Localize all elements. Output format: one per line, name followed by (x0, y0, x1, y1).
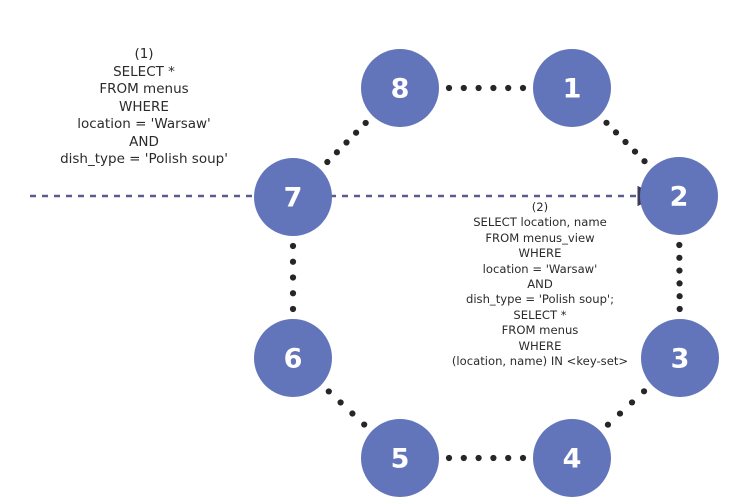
node-circle-3[interactable]: 3 (641, 319, 719, 397)
connector-dot (676, 305, 683, 313)
query-two-line-4: location = 'Warsaw' (482, 261, 598, 276)
query-two-line-8: FROM menus (501, 323, 579, 338)
connector-dot (604, 421, 612, 428)
connector-dot (325, 388, 332, 395)
node-circle-2[interactable]: 2 (640, 157, 718, 235)
query-two-line-5: AND (527, 277, 553, 292)
connector-dot (628, 399, 636, 406)
connector-dot (475, 454, 482, 462)
connector-dot (349, 410, 356, 417)
connector-dot (333, 149, 341, 156)
connector-dot (361, 421, 368, 428)
connector-dot (352, 129, 360, 136)
connector-dot (603, 119, 610, 126)
node-label-7: 7 (284, 183, 303, 214)
query-one-line-0: (1) (134, 46, 154, 62)
node-circle-7[interactable]: 7 (254, 158, 332, 236)
connector-dot (505, 84, 512, 92)
node-label-6: 6 (284, 344, 303, 375)
node-shape-1 (533, 49, 611, 127)
connector-dot (519, 454, 527, 462)
node-label-1: 1 (563, 74, 582, 105)
query-two-line-3: WHERE (518, 246, 562, 261)
node-shape-5 (361, 419, 439, 497)
connector-dot (362, 119, 369, 127)
node-label-3: 3 (671, 344, 690, 375)
connector-dot (324, 158, 331, 166)
connector-dot (289, 242, 297, 250)
query-one-line-6: dish_type = 'Polish soup' (60, 151, 228, 168)
query-two-line-1: SELECT location, name (473, 215, 607, 230)
connector-dot (460, 454, 467, 462)
query-two-line-2: FROM menus_view (485, 230, 595, 245)
connector-dot (445, 454, 453, 462)
node-shape-6 (254, 319, 332, 397)
connector-dot (337, 399, 344, 406)
node-circle-8[interactable]: 8 (361, 49, 439, 127)
query-two-line-0: (2) (531, 200, 549, 214)
connector-dot (289, 274, 297, 281)
connector-dot (640, 388, 648, 395)
connector-dot (445, 84, 453, 92)
connector-dot (289, 258, 297, 265)
connector-dot (343, 139, 350, 146)
connector-dot (676, 241, 683, 249)
node-shape-2 (640, 157, 718, 235)
connector-dot (676, 254, 683, 261)
node-circle-5[interactable]: 5 (361, 419, 439, 497)
node-label-4: 4 (563, 444, 582, 475)
query-one-line-2: FROM menus (99, 81, 189, 98)
connector-dot (631, 148, 639, 155)
node-circle-6[interactable]: 6 (254, 319, 332, 397)
node-circle-4[interactable]: 4 (533, 419, 611, 497)
node-label-2: 2 (670, 182, 689, 213)
connector-dot (676, 267, 683, 274)
query-one-line-1: SELECT * (113, 63, 175, 80)
query-two-line-9: WHERE (518, 338, 562, 353)
query-one-line-5: AND (129, 133, 159, 150)
node-label-8: 8 (391, 74, 410, 105)
connector-dots-layer (289, 84, 683, 462)
node-label-5: 5 (391, 444, 410, 475)
connector-dot (289, 305, 297, 313)
connector-dot (289, 290, 297, 297)
query-one-line-3: WHERE (119, 98, 169, 115)
connector-dot (676, 293, 683, 300)
node-circle-1[interactable]: 1 (533, 49, 611, 127)
connector-dot (490, 454, 497, 462)
connector-dot (612, 129, 620, 136)
node-shape-8 (361, 49, 439, 127)
connector-dot (622, 138, 629, 146)
node-shape-3 (641, 319, 719, 397)
connector-dot (490, 84, 497, 92)
connector-dot (676, 280, 683, 287)
query-two-line-6: dish_type = 'Polish soup'; (465, 292, 615, 307)
query-two-line-7: SELECT * (513, 307, 567, 322)
node-shape-7 (254, 158, 332, 236)
connector-dot (641, 158, 648, 165)
node-circles-layer: 1 2 3 4 5 6 7 8 (254, 49, 719, 497)
connector-dot (475, 84, 482, 92)
connector-dot (616, 410, 624, 417)
query-two-line-10: (location, name) IN <key-set> (451, 354, 629, 369)
query-one-line-4: location = 'Warsaw' (77, 116, 211, 133)
node-shape-4 (533, 419, 611, 497)
connector-dot (519, 84, 527, 92)
connector-dot (460, 84, 467, 92)
connector-dot (505, 454, 512, 462)
